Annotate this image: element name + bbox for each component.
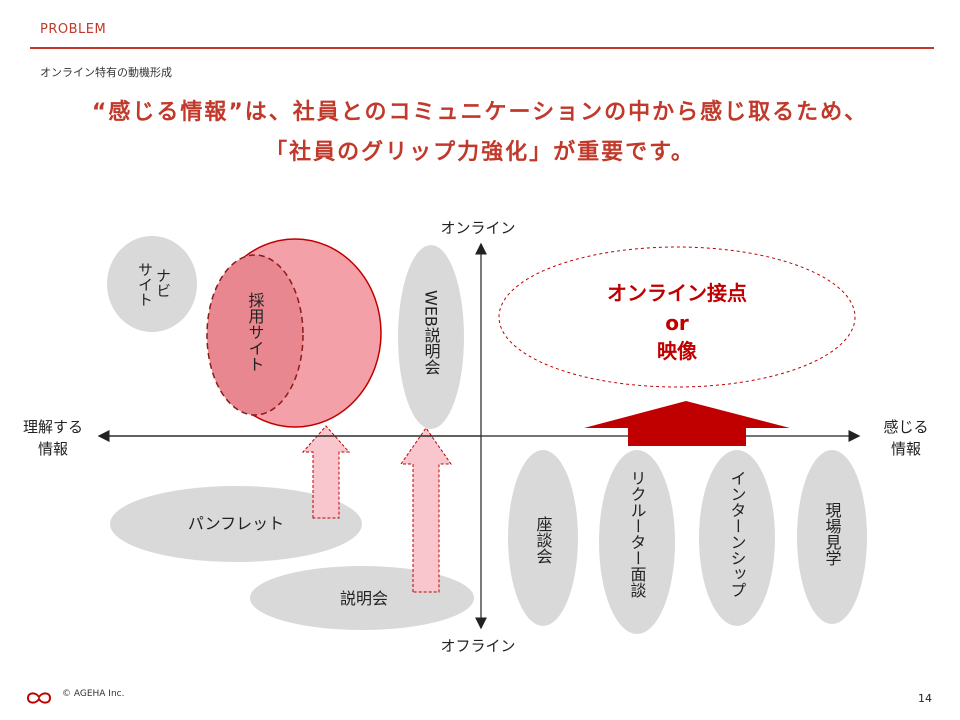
axis-label-left-1: 理解する <box>23 418 83 436</box>
headline-line-1: “感じる情報”は、社員とのコミュニケーションの中から感じ取るため、 <box>91 100 869 125</box>
briefing-label: 説明会 <box>340 589 388 608</box>
headline-line-2: 「社員のグリップ力強化」が重要です。 <box>265 140 695 165</box>
pamphlet-up-arrow <box>301 425 351 519</box>
pamphlet-bubble <box>110 486 362 562</box>
callout-line-2: or <box>665 311 689 335</box>
site-visit-bubble <box>797 450 867 624</box>
internship-bubble <box>699 450 775 626</box>
axis-label-top: オンライン <box>440 219 515 237</box>
navi-site-label-col2: サイト <box>136 262 154 307</box>
roundtable-bubble <box>508 450 578 626</box>
online-callout-ellipse <box>498 246 856 388</box>
recruiter-interview-bubble <box>599 450 675 634</box>
web-briefing-bubble <box>398 245 464 429</box>
callout-line-3: 映像 <box>657 339 698 363</box>
site-visit-label: 現場見学 <box>823 502 842 566</box>
section-label: PROBLEM <box>40 22 107 37</box>
internship-label: インターンシップ <box>728 470 747 598</box>
ageha-logo-icon <box>26 692 52 704</box>
recruit-site-inner <box>206 254 304 416</box>
online-shift-arrow <box>584 401 790 446</box>
pamphlet-label: パンフレット <box>188 514 284 533</box>
axis-label-left-2: 情報 <box>38 440 68 458</box>
header-rule <box>30 47 934 49</box>
callout-line-1: オンライン接点 <box>607 281 747 305</box>
axis-label-right-1: 感じる <box>883 418 928 436</box>
recruiter-interview-label: リクルーター面談 <box>628 470 647 598</box>
page-number: 14 <box>918 692 932 705</box>
axis-label-right-2: 情報 <box>891 440 921 458</box>
subtitle: オンライン特有の動機形成 <box>40 66 172 79</box>
briefing-up-arrow <box>400 427 452 593</box>
navi-site-label-col1: ナビ <box>154 268 172 298</box>
axis-label-bottom: オフライン <box>440 637 515 655</box>
navi-site-bubble <box>107 236 197 332</box>
roundtable-label: 座談会 <box>534 516 553 564</box>
recruit-site-label: 採用サイト <box>246 292 265 372</box>
copyright: © AGEHA Inc. <box>62 689 125 699</box>
web-briefing-label: WEB説明会 <box>422 290 441 375</box>
